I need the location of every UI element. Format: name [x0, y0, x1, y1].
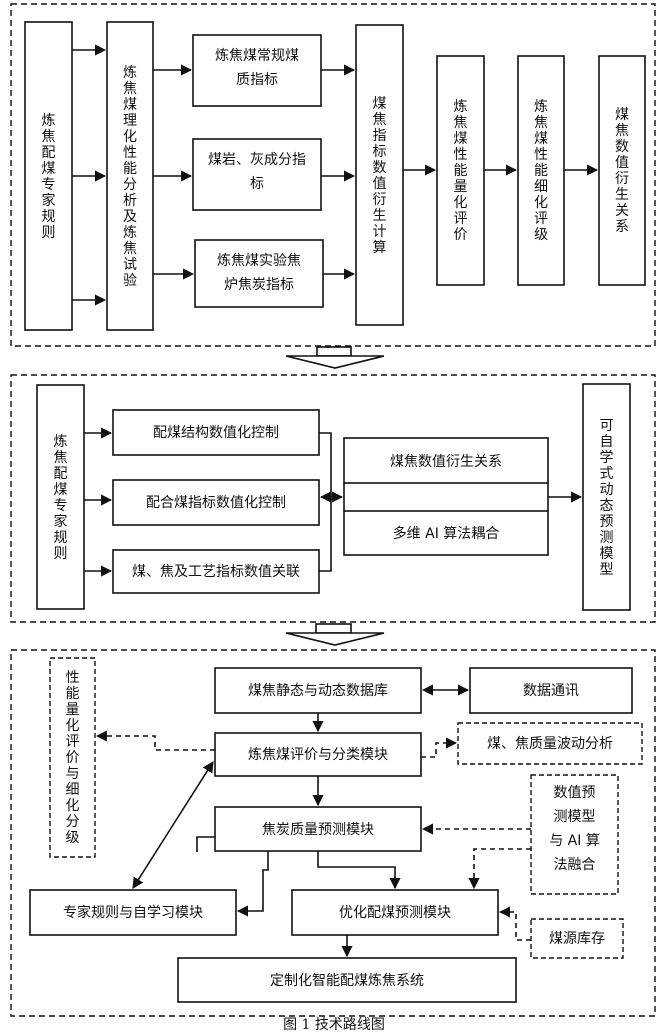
svg-text:煤岩、灰成分指: 煤岩、灰成分指 — [208, 152, 306, 168]
stock-box: 煤源库存 — [530, 918, 624, 959]
top-tests-label: 炼焦煤理化性能分析及炼焦试验 — [123, 65, 137, 289]
svg-text:法融合: 法融合 — [554, 857, 596, 873]
svg-text:与 AI 算: 与 AI 算 — [549, 833, 600, 849]
mid-control-box-3: 煤、焦及工艺指标数值关联 — [112, 549, 320, 594]
mid-model-box: 可自学式动态预测模型 — [582, 383, 631, 611]
fusion-box: 数值预 测模型 与 AI 算 法融合 — [530, 774, 619, 895]
section-middle-frame — [10, 374, 656, 623]
mid-ai-box: 多维 AI 算法耦合 — [343, 510, 549, 556]
svg-text:炼焦煤常规煤: 炼焦煤常规煤 — [215, 48, 299, 64]
fusion-line-4: 法融合 — [554, 857, 596, 873]
top-calc-label: 煤焦指标数值衍生计算 — [373, 96, 387, 256]
arrow-eval-to-quant-grade — [95, 730, 215, 751]
system-box: 定制化智能配煤炼焦系统 — [177, 957, 517, 1003]
top-tests-box: 炼焦煤理化性能分析及炼焦试验 — [106, 21, 154, 331]
system-label: 定制化智能配煤炼焦系统 — [270, 973, 424, 989]
svg-text:测模型: 测模型 — [554, 809, 596, 825]
eval-module-box: 炼焦煤评价与分类模块 — [214, 732, 422, 777]
mid-control-bracket — [319, 432, 332, 572]
mid-control-3-label: 煤、焦及工艺指标数值关联 — [132, 564, 300, 580]
top-derive-box: 煤焦数值衍生关系 — [598, 55, 646, 286]
expert-module-label: 专家规则与自学习模块 — [63, 904, 203, 921]
mid-control-box-1: 配煤结构数值化控制 — [112, 409, 320, 456]
top-grade-label: 炼焦煤性能细化评级 — [534, 99, 548, 243]
mid-control-box-2: 配合煤指标数值化控制 — [112, 479, 320, 526]
mid-derive-box: 煤焦数值衍生关系 — [343, 437, 549, 484]
arrow-fusion-to-opt — [468, 848, 531, 890]
fluct-label: 煤、焦质量波动分析 — [487, 736, 613, 752]
figure-caption: 图 1 技术路线图 — [283, 1017, 385, 1033]
top-quant-box: 炼焦煤性能量化评价 — [436, 55, 485, 286]
opt-module-label: 优化配煤预测模块 — [339, 905, 451, 921]
svg-text:质指标: 质指标 — [236, 72, 278, 88]
top-indicator-box-1: 炼焦煤常规煤 质指标 — [192, 34, 322, 107]
transition-arrow-2 — [285, 623, 385, 646]
stock-label: 煤源库存 — [549, 931, 605, 947]
svg-text:炼焦煤实验焦: 炼焦煤实验焦 — [217, 253, 301, 269]
top-indicator-1-line-1: 炼焦煤常规煤 — [215, 48, 299, 64]
data-comm-box: 数据通讯 — [469, 667, 633, 714]
eval-module-label: 炼焦煤评价与分类模块 — [248, 747, 388, 763]
top-indicator-box-2: 煤岩、灰成分指 标 — [192, 138, 322, 211]
top-rules-label: 炼焦配煤专家规则 — [42, 113, 56, 241]
quant-grade-box: 性能量化评价与细化分级 — [49, 657, 96, 858]
database-box: 煤焦静态与动态数据库 — [214, 667, 422, 714]
mid-model-label: 可自学式动态预测模型 — [600, 418, 614, 578]
section-bottom-frame — [10, 649, 656, 1017]
top-indicator-box-3: 炼焦煤实验焦 炉焦炭指标 — [194, 239, 324, 308]
database-label: 煤焦静态与动态数据库 — [248, 683, 388, 699]
expert-module-box: 专家规则与自学习模块 — [29, 889, 237, 936]
svg-text:炉焦炭指标: 炉焦炭指标 — [224, 277, 294, 293]
fusion-line-1: 数值预 — [554, 785, 596, 801]
mid-ai-label: 多维 AI 算法耦合 — [393, 525, 500, 542]
link-coke-pred-left — [196, 836, 215, 852]
mid-rules-label: 炼焦配煤专家规则 — [54, 434, 68, 562]
top-indicator-3-line-1: 炼焦煤实验焦 — [217, 253, 301, 269]
arrow-eval-to-fluct — [421, 737, 458, 758]
section-top-frame — [10, 3, 656, 347]
svg-text:数值预: 数值预 — [554, 785, 596, 801]
quant-grade-label: 性能量化评价与细化分级 — [66, 670, 80, 846]
arrow-coke-pred-to-expert — [236, 851, 269, 917]
svg-text:标: 标 — [250, 176, 264, 192]
arrow-expert-eval — [132, 761, 214, 889]
top-indicator-1-line-2: 质指标 — [236, 72, 278, 88]
top-indicator-3-line-2: 炉焦炭指标 — [224, 277, 294, 293]
data-comm-label: 数据通讯 — [523, 683, 579, 699]
top-indicator-2-line-2: 标 — [250, 176, 264, 192]
top-rules-box: 炼焦配煤专家规则 — [24, 21, 73, 331]
transition-arrow-1 — [285, 346, 385, 369]
arrow-coke-pred-to-opt — [317, 851, 401, 890]
mid-derive-label: 煤焦数值衍生关系 — [390, 454, 502, 470]
coke-pred-label: 焦炭质量预测模块 — [262, 822, 374, 838]
mid-rules-box: 炼焦配煤专家规则 — [36, 384, 85, 610]
fusion-line-3: 与 AI 算 — [549, 833, 600, 849]
top-indicator-2-line-1: 煤岩、灰成分指 — [208, 152, 306, 168]
coke-pred-box: 焦炭质量预测模块 — [214, 806, 422, 852]
top-grade-box: 炼焦煤性能细化评级 — [517, 55, 565, 286]
fusion-line-2: 测模型 — [554, 809, 596, 825]
top-calc-box: 煤焦指标数值衍生计算 — [355, 24, 404, 326]
fluct-box: 煤、焦质量波动分析 — [457, 722, 643, 765]
arrow-stock-to-opt — [498, 906, 531, 941]
mid-control-2-label: 配合煤指标数值化控制 — [146, 495, 286, 511]
top-derive-label: 煤焦数值衍生关系 — [615, 107, 629, 235]
opt-module-box: 优化配煤预测模块 — [291, 889, 499, 936]
top-quant-label: 炼焦煤性能量化评价 — [454, 99, 468, 243]
mid-control-1-label: 配煤结构数值化控制 — [153, 425, 279, 441]
